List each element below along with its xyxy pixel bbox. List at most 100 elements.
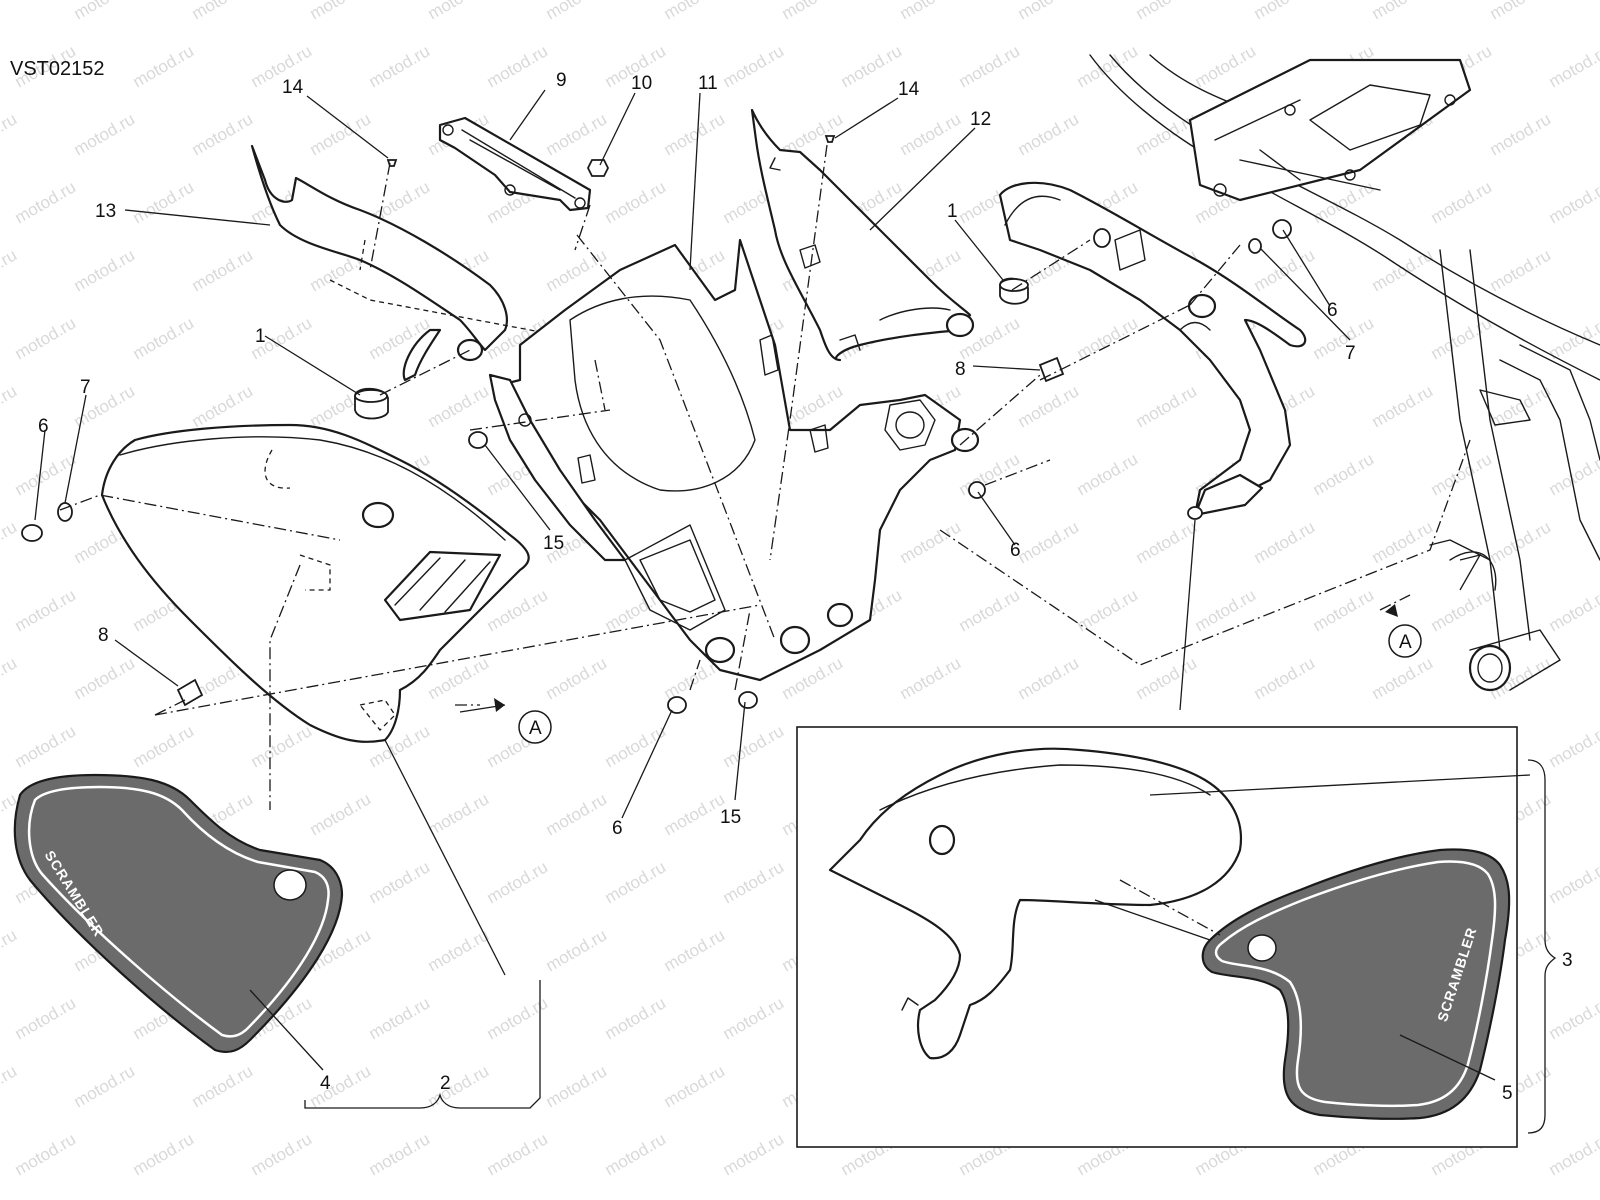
watermark-text: motod.ru [130, 1129, 198, 1179]
callout-3: 3 [1562, 950, 1573, 971]
watermark-text: motod.ru [956, 585, 1024, 635]
watermark-text: motod.ru [956, 41, 1024, 91]
watermark-text: motod.ru [720, 993, 788, 1043]
callout-6-centre: 6 [1010, 540, 1021, 561]
callout-7-left: 7 [80, 377, 91, 398]
watermark-text: motod.ru [130, 313, 198, 363]
watermark-text: motod.ru [897, 0, 965, 23]
watermark-text: motod.ru [543, 109, 611, 159]
watermark-text: motod.ru [1369, 653, 1437, 703]
watermark-text: motod.ru [425, 925, 493, 975]
watermark-text: motod.ru [661, 925, 729, 975]
part-13-side-panel-upper [250, 144, 611, 382]
watermark-text: motod.ru [0, 517, 20, 567]
watermark-text: motod.ru [1133, 517, 1201, 567]
watermark-text: motod.ru [1251, 653, 1319, 703]
watermark-text: motod.ru [720, 1129, 788, 1179]
callout-5: 5 [1502, 1083, 1513, 1104]
watermark-text: motod.ru [779, 0, 847, 23]
callout-4: 4 [320, 1073, 331, 1094]
fasteners [21, 135, 1292, 714]
watermark-text: motod.ru [1015, 653, 1083, 703]
callout-8-left: 8 [98, 625, 109, 646]
callout-labels: 14 9 10 11 14 12 13 1 1 6 7 8 7 6 15 6 8… [38, 70, 1573, 1104]
watermark-text: motod.ru [661, 1061, 729, 1111]
watermark-text: motod.ru [1546, 177, 1600, 227]
watermark-text: motod.ru [71, 0, 139, 23]
watermark-text: motod.ru [130, 41, 198, 91]
callout-2: 2 [440, 1073, 451, 1094]
watermark-text: motod.ru [1015, 381, 1083, 431]
watermark-text: motod.ru [0, 245, 20, 295]
frame-subframe [1089, 54, 1600, 692]
watermark-text: motod.ru [720, 721, 788, 771]
watermark-text: motod.ru [543, 653, 611, 703]
watermark-text: motod.ru [12, 721, 80, 771]
watermark-text: motod.ru [1310, 313, 1378, 363]
watermark-text: motod.ru [12, 177, 80, 227]
watermark-text: motod.ru [1428, 313, 1496, 363]
watermark-text: motod.ru [1546, 41, 1600, 91]
callout-1-left: 1 [255, 326, 266, 347]
watermark-text: motod.ru [1310, 449, 1378, 499]
watermark-text: motod.ru [1074, 585, 1142, 635]
watermark-text: motod.ru [1428, 449, 1496, 499]
watermark-text: motod.ru [661, 109, 729, 159]
watermark-text: motod.ru [1015, 109, 1083, 159]
watermark-text: motod.ru [0, 0, 20, 23]
watermark-text: motod.ru [543, 925, 611, 975]
view-ref-a-right: A [1399, 632, 1412, 653]
callout-13: 13 [95, 201, 116, 222]
part-2-left-side-panel [100, 423, 530, 743]
watermark-text: motod.ru [1015, 0, 1083, 23]
watermark-text: motod.ru [1310, 585, 1378, 635]
callout-6-left: 6 [38, 416, 49, 437]
watermark-text: motod.ru [1546, 857, 1600, 907]
watermark-text: motod.ru [897, 517, 965, 567]
callout-1-right: 1 [947, 201, 958, 222]
watermark-text: motod.ru [425, 0, 493, 23]
watermark-text: motod.ru [71, 109, 139, 159]
watermark-text: motod.ru [543, 0, 611, 23]
watermark-text: motod.ru [484, 41, 552, 91]
watermark-text: motod.ru [1074, 41, 1142, 91]
callout-10: 10 [631, 73, 652, 94]
watermark-text: motod.ru [0, 925, 20, 975]
watermark-text: motod.ru [1487, 109, 1555, 159]
watermark-text: motod.ru [12, 449, 80, 499]
watermark-text: motod.ru [366, 857, 434, 907]
leader-lines [34, 89, 1557, 1134]
watermark-text: motod.ru [1546, 721, 1600, 771]
watermark-text: motod.ru [1133, 0, 1201, 23]
watermark-text: motod.ru [1251, 0, 1319, 23]
watermark-text: motod.ru [248, 721, 316, 771]
watermark-text: motod.ru [1192, 585, 1260, 635]
watermark-text: motod.ru [1015, 517, 1083, 567]
watermark-text: motod.ru [0, 1061, 20, 1111]
watermark-text: motod.ru [1546, 449, 1600, 499]
watermark-text: motod.ru [1074, 449, 1142, 499]
watermark-text: motod.ru [366, 1129, 434, 1179]
watermark-text: motod.ru [484, 993, 552, 1043]
watermark-text: motod.ru [189, 109, 257, 159]
watermark-text: motod.ru [1369, 381, 1437, 431]
callout-8-right: 8 [955, 359, 966, 380]
watermark-text: motod.ru [307, 1061, 375, 1111]
watermark-text: motod.ru [366, 41, 434, 91]
watermark-text: motod.ru [1487, 0, 1555, 23]
watermark-text: motod.ru [1133, 381, 1201, 431]
part-11-front-fairing [488, 238, 980, 682]
watermark-text: motod.ru [602, 857, 670, 907]
watermark-text: motod.ru [897, 653, 965, 703]
part-9-bracket [438, 116, 592, 212]
watermark-text: motod.ru [71, 1061, 139, 1111]
watermark-text: motod.ru [130, 721, 198, 771]
watermark-text: motod.ru [189, 381, 257, 431]
watermark-text: motod.ru [1546, 993, 1600, 1043]
watermark-text: motod.ru [484, 857, 552, 907]
drawing-code: VST02152 [10, 58, 105, 80]
watermark-text: motod.ru [0, 109, 20, 159]
watermark-text: motod.ru [484, 1129, 552, 1179]
part-12-inner-panel [750, 108, 975, 362]
